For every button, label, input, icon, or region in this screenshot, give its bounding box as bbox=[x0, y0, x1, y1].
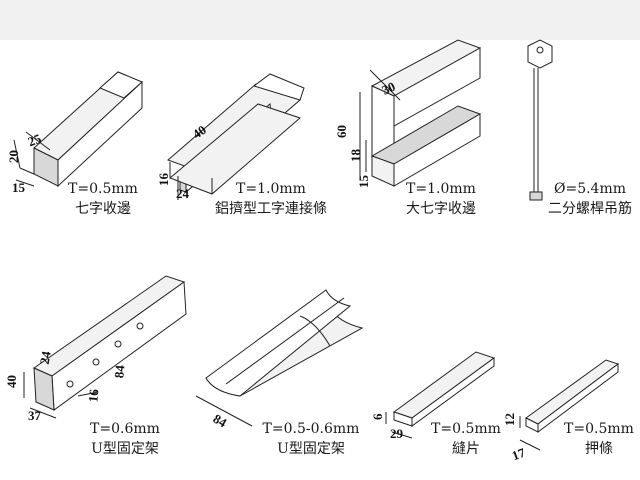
l-angle-trim-icon bbox=[13, 71, 143, 188]
product-spec: T=0.6mm bbox=[90, 421, 160, 437]
product-name: 大七字收邊 bbox=[406, 201, 476, 217]
product-spec: T=0.5mm bbox=[431, 421, 501, 437]
dimension-label: 24 bbox=[176, 186, 190, 201]
dimension-label: 6 bbox=[370, 413, 385, 420]
product-spec: Ø=5.4mm bbox=[553, 181, 627, 197]
product-name: 押條 bbox=[585, 441, 613, 457]
dimension-label: 12 bbox=[502, 413, 517, 426]
dimension-label: 84 bbox=[111, 364, 127, 379]
product-spec: T=0.5mm bbox=[68, 181, 138, 197]
large-l-trim-icon bbox=[359, 39, 482, 187]
product-spec: T=0.5mm bbox=[564, 421, 634, 437]
dimension-label: 84 bbox=[211, 411, 230, 431]
product-name: 縫片 bbox=[452, 441, 480, 457]
dimension-label: 24 bbox=[37, 350, 54, 366]
i-joint-strip-icon bbox=[167, 73, 305, 200]
product-name: 鋁擠型工字連接條 bbox=[215, 201, 327, 217]
dimension-label: 20 bbox=[6, 150, 21, 163]
dimension-label: 40 bbox=[4, 375, 19, 388]
product-name: 二分螺桿吊筋 bbox=[548, 201, 632, 217]
dimension-label: 60 bbox=[334, 125, 349, 138]
product-spec: T=0.5-0.6mm bbox=[262, 421, 360, 437]
u-bracket-punched-icon bbox=[23, 275, 187, 419]
dimension-label: 17 bbox=[510, 445, 528, 464]
u-bracket-channel-icon bbox=[195, 289, 364, 427]
dimension-label: 18 bbox=[348, 149, 363, 163]
dimension-label: 16 bbox=[85, 388, 101, 403]
threaded-rod-hanger-icon bbox=[527, 39, 553, 201]
dimension-label: 15 bbox=[356, 175, 371, 189]
seam-strip-icon bbox=[385, 351, 496, 439]
dimension-label: 16 bbox=[156, 173, 171, 187]
product-name: 七字收邊 bbox=[75, 201, 131, 217]
dimension-label: 30 bbox=[379, 79, 397, 98]
product-spec: T=1.0mm bbox=[236, 181, 306, 197]
product-spec: T=1.0mm bbox=[406, 181, 476, 197]
product-name: U型固定架 bbox=[277, 441, 345, 457]
dimension-label: 25 bbox=[26, 131, 44, 150]
press-strip-icon bbox=[519, 359, 620, 451]
top-banner bbox=[0, 0, 640, 40]
dimension-label: 29 bbox=[390, 426, 404, 441]
dimension-label: 37 bbox=[28, 408, 42, 423]
product-name: U型固定架 bbox=[91, 441, 159, 457]
dimension-label: 15 bbox=[12, 180, 26, 195]
